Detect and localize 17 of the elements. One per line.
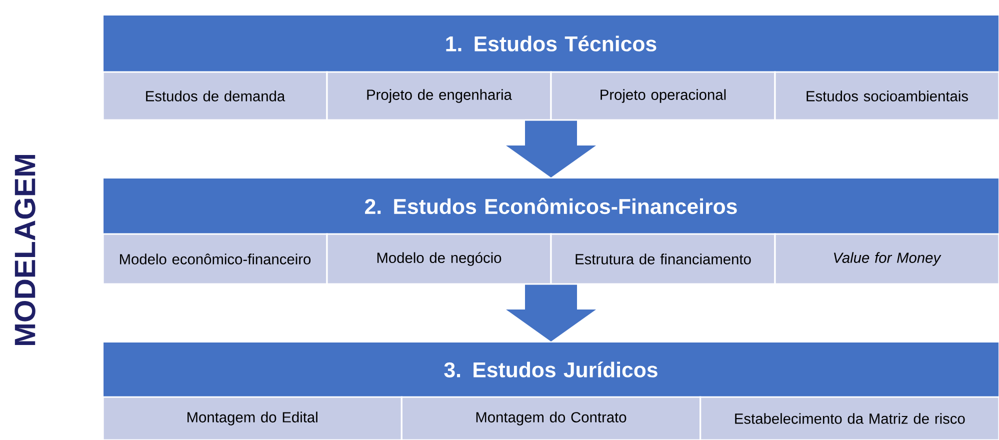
cell-box: Estudos de demanda bbox=[102, 71, 328, 121]
stage-header: 2. Estudos Econômicos-Financeiros bbox=[102, 177, 999, 235]
cell-box: Modelo de negócio bbox=[326, 233, 552, 285]
side-title: MODELAGEM bbox=[14, 155, 36, 345]
cell-box: Montagem do Contrato bbox=[400, 396, 702, 440]
cell-box: Modelo econômico-financeiro bbox=[102, 233, 328, 285]
cell-box: Projeto de engenharia bbox=[326, 71, 552, 121]
block-arrow bbox=[506, 120, 596, 178]
cell-box: Estrutura de financiamento bbox=[550, 233, 776, 285]
cell-box: Value for Money bbox=[774, 233, 999, 285]
stage-header: 1. Estudos Técnicos bbox=[102, 14, 999, 73]
cell-box: Montagem do Edital bbox=[102, 396, 402, 440]
cell-box: Estabelecimento da Matriz de risco bbox=[700, 396, 999, 440]
cell-box: Estudos socioambientais bbox=[774, 71, 999, 121]
block-arrow bbox=[506, 284, 596, 342]
stage-header: 3. Estudos Jurídicos bbox=[102, 341, 999, 398]
cell-box: Projeto operacional bbox=[550, 71, 776, 121]
